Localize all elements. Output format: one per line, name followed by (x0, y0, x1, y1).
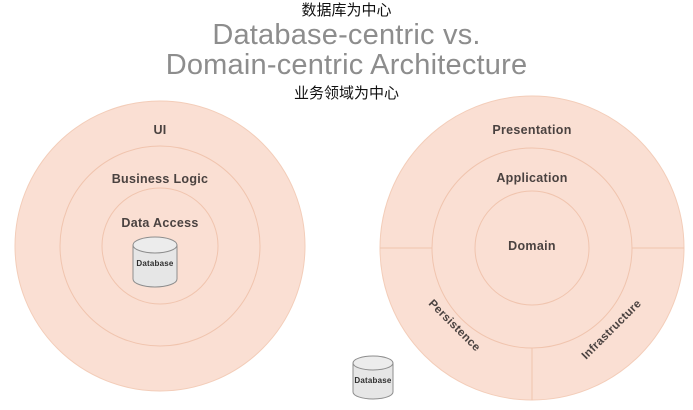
right-ring-inner[interactable] (474, 190, 590, 306)
left-ring-label-business-logic: Business Logic (112, 172, 209, 186)
database-top-ellipse (352, 355, 394, 371)
right-ring-label-presentation: Presentation (492, 123, 571, 137)
right-ring-label-application: Application (496, 171, 567, 185)
database-cylinder-icon-left[interactable]: Database (132, 236, 178, 288)
database-top-ellipse (132, 236, 178, 254)
database-cylinder-icon-external[interactable]: Database (352, 355, 394, 400)
database-body (352, 362, 394, 400)
right-architecture-circle: Presentation Application Domain Persiste… (379, 95, 685, 401)
database-label: Database (354, 376, 392, 385)
left-ring-label-ui: UI (153, 123, 166, 137)
right-ring-label-domain: Domain (508, 239, 556, 253)
database-body (132, 244, 178, 288)
annotation-database-centric: 数据库为中心 (301, 2, 392, 19)
database-label: Database (136, 259, 174, 268)
page-title: Database-centric vs.Domain-centric Archi… (165, 19, 528, 81)
left-architecture-circle: UI Business Logic Data Access Database (14, 100, 306, 392)
annotation-domain-centric: 业务领域为中心 (293, 85, 399, 102)
left-ring-label-data-access: Data Access (121, 216, 198, 230)
